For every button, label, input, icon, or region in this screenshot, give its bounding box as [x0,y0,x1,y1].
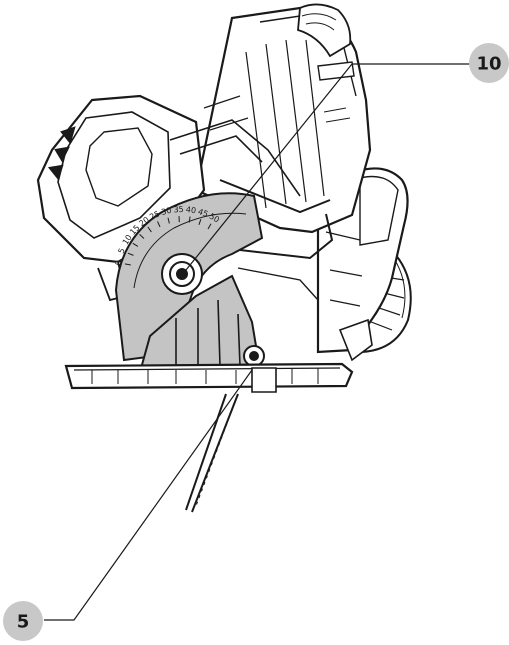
bevel-scale-tick [124,263,131,266]
bevel-scale-tick-label: 25 [148,209,161,221]
callout-10-label: 10 [476,54,501,75]
bevel-scale-tick [198,219,202,225]
bevel-scale-tick-label: 0 [114,259,124,266]
bevel-scale-tick-label: 30 [160,206,172,217]
leader-line-10 [185,63,470,271]
bevel-scale-tick-label: 5 [117,247,127,255]
bevel-scale-tick [132,242,139,247]
bevel-scale-tick [207,223,212,230]
bevel-scale-tick [147,226,152,233]
bevel-scale-tick [157,221,161,228]
leader-lines [44,63,470,621]
bevel-scale-tick [139,234,145,239]
callout-10: 10 [469,43,509,83]
bevel-scale-tick [167,217,170,224]
bevel-scale-tick [127,252,134,256]
callout-5-label: 5 [17,612,30,633]
base-shoe-plate [64,362,354,393]
bevel-scale-tick [188,216,191,223]
bevel-scale-tick-label: 35 [173,205,184,215]
motor-housing [194,3,372,234]
leader-line-5 [44,369,253,621]
callout-5: 5 [3,601,43,641]
rip-fence [185,393,239,513]
bevel-scale-tick-label: 45 [197,207,210,219]
bevel-scale-tick-label: 40 [185,205,196,215]
bevel-scale-tick-label: 50 [208,212,221,225]
connecting-arm [169,119,334,301]
bevel-adjust-knob [161,253,203,295]
